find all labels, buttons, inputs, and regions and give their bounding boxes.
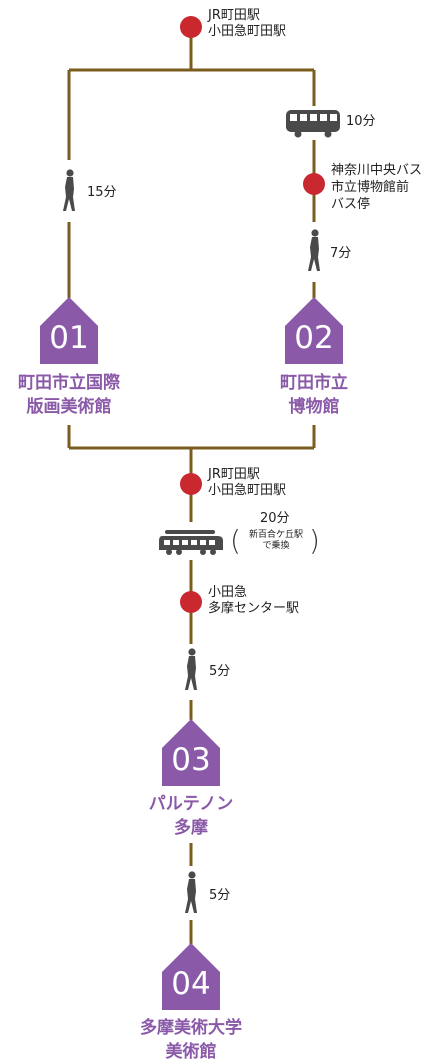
duration-bus: 10分 [346, 114, 376, 129]
venue-name-03[interactable]: パルテノン 多摩 [148, 794, 234, 838]
venue-number-02: 02 [294, 320, 334, 356]
venue-name-02[interactable]: 町田市立 博物館 [280, 373, 348, 417]
station-label-tama: 小田急 多摩センター駅 [208, 585, 300, 616]
venue-markers [40, 297, 343, 1010]
duration-walk-to-04: 5分 [209, 888, 231, 903]
station-dot-bus-stop [303, 173, 325, 195]
venue-name-01[interactable]: 町田市立国際 版画美術館 [18, 373, 120, 417]
duration-walk-to-03: 5分 [209, 664, 231, 679]
station-label-top: JR町田駅 小田急町田駅 [208, 8, 287, 39]
venue-marker-03 [162, 719, 220, 786]
station-dot-middle [180, 473, 202, 495]
station-label-middle: JR町田駅 小田急町田駅 [208, 467, 287, 498]
venue-name-04[interactable]: 多摩美術大学 美術館 [140, 1018, 242, 1062]
duration-walk-to-02: 7分 [330, 246, 352, 261]
paren-close: ) [309, 524, 320, 557]
venue-number-03: 03 [171, 742, 211, 778]
paren-open: ( [230, 524, 241, 557]
train-transfer-note: 新百合ケ丘駅 で乗換 [248, 530, 303, 551]
station-dots [180, 16, 325, 613]
station-dot-top [180, 16, 202, 38]
venue-marker-02 [285, 297, 343, 364]
train-icon [159, 530, 223, 555]
station-label-bus-stop: 神奈川中央バス 市立博物館前 バス停 [331, 163, 423, 212]
venue-number-04: 04 [171, 966, 211, 1002]
duration-walk-to-01: 15分 [87, 185, 117, 200]
venue-marker-04 [162, 943, 220, 1010]
station-dot-tama [180, 591, 202, 613]
walking-person-icon [185, 648, 197, 690]
duration-train: 20分 [260, 511, 290, 526]
bus-icon [286, 110, 340, 138]
venue-marker-01 [40, 297, 98, 364]
venue-number-01: 01 [49, 320, 89, 356]
walking-person-icon [185, 871, 197, 913]
walking-person-icon [308, 229, 320, 271]
walking-person-icon [63, 169, 75, 211]
